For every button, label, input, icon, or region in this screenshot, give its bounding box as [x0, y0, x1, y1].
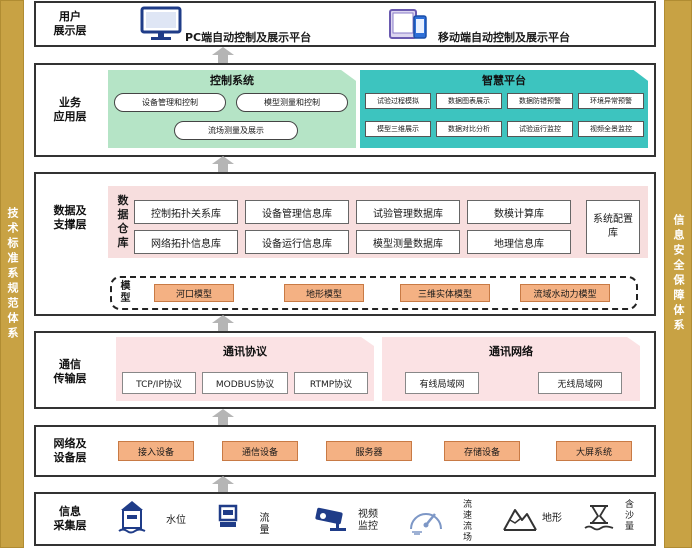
model-terrain: 地形模型 — [284, 284, 364, 302]
device-server: 服务器 — [326, 441, 412, 461]
business-layer-label: 业务 应用层 — [53, 96, 87, 123]
smart-item-environment-warning: 环境异常预警 — [578, 93, 644, 109]
db-numerical-computation: 数模计算库 — [467, 200, 571, 224]
pc-monitor-icon — [140, 6, 182, 42]
smart-item-error-warning: 数据防错预警 — [507, 93, 573, 109]
db-experiment-management: 试验管理数据库 — [356, 200, 460, 224]
db-system-config-label: 系统配置库 — [593, 214, 633, 239]
mobile-platform-title: 移动端自动控制及展示平台 — [438, 31, 570, 44]
smart-item-data-chart: 数据图表展示 — [436, 93, 502, 109]
model-estuary: 河口模型 — [154, 284, 234, 302]
left-sidebar-standards: 技术标准系规范体系 — [0, 0, 24, 548]
control-system-title: 控制系统 — [210, 74, 254, 87]
network-wired-lan: 有线局域网 — [405, 372, 479, 394]
collect-water-level: 水位 — [166, 515, 186, 526]
device-access: 接入设备 — [118, 441, 194, 461]
protocol-tcp-ip: TCP/IP协议 — [122, 372, 196, 394]
device-communication: 通信设备 — [222, 441, 298, 461]
arrow-up-icon — [212, 409, 234, 425]
flow-meter-icon — [218, 504, 238, 530]
control-item-flow-field: 流场测量及展示 — [174, 121, 298, 140]
arrow-up-icon — [212, 476, 234, 492]
user-layer-label: 用户 展示层 — [53, 10, 87, 37]
smart-item-video-monitor: 视频全景监控 — [578, 121, 644, 137]
flow-velocity-gauge-icon — [408, 503, 444, 535]
collect-layer-label: 信息 采集层 — [53, 505, 87, 532]
arrow-up-icon — [212, 156, 234, 172]
db-geographic-info: 地理信息库 — [467, 230, 571, 254]
control-item-device-management: 设备管理和控制 — [114, 93, 226, 112]
protocol-rtmp: RTMP协议 — [294, 372, 368, 394]
data-warehouse-label: 数据仓库 — [117, 194, 129, 249]
collect-sediment-content: 含沙量 — [624, 500, 634, 532]
smart-item-run-monitor: 试验运行监控 — [507, 121, 573, 137]
left-sidebar-label: 技术标准系规范体系 — [6, 206, 19, 342]
db-model-measurement: 模型测量数据库 — [356, 230, 460, 254]
arrow-up-icon — [212, 315, 234, 331]
collect-video-monitor: 视频监控 — [358, 509, 380, 533]
mobile-device-icon — [388, 6, 430, 42]
protocol-title: 通讯协议 — [223, 345, 267, 358]
smart-item-data-comparison: 数据对比分析 — [436, 121, 502, 137]
smart-item-3d-display: 模型三维展示 — [365, 121, 431, 137]
water-level-icon — [118, 500, 146, 536]
device-big-screen: 大屏系统 — [556, 441, 632, 461]
model-basin-hydrodynamic: 流域水动力模型 — [520, 284, 610, 302]
db-control-topology: 控制拓扑关系库 — [134, 200, 238, 224]
device-layer-label: 网络及 设备层 — [53, 437, 87, 464]
sediment-hourglass-icon — [584, 503, 614, 533]
terrain-mountain-icon — [502, 504, 538, 532]
comm-layer-label: 通信 传输层 — [53, 358, 87, 385]
collect-flow-velocity-field: 流速流场 — [462, 500, 472, 543]
model-label: 模型 — [120, 281, 131, 304]
smart-platform-title: 智慧平台 — [482, 74, 526, 87]
arrow-up-icon — [212, 47, 234, 63]
network-title: 通讯网络 — [489, 345, 533, 358]
network-wireless-lan: 无线局域网 — [538, 372, 622, 394]
user-display-layer — [34, 1, 656, 47]
right-sidebar-security: 信息安全保障体系 — [664, 0, 692, 548]
device-storage: 存储设备 — [444, 441, 520, 461]
right-sidebar-label: 信息安全保障体系 — [672, 214, 685, 334]
smart-item-process-simulation: 试验过程模拟 — [365, 93, 431, 109]
control-item-model-measurement: 模型测量和控制 — [236, 93, 348, 112]
pc-platform-title: PC端自动控制及展示平台 — [185, 31, 312, 44]
collect-terrain: 地形 — [542, 513, 562, 524]
protocol-modbus: MODBUS协议 — [202, 372, 288, 394]
model-group-dashed — [110, 276, 638, 310]
db-device-management: 设备管理信息库 — [245, 200, 349, 224]
collect-flow: 流量 — [259, 513, 270, 536]
collect-video-monitor-text: 视频监控 — [358, 509, 378, 532]
data-layer-label: 数据及 支撑层 — [53, 204, 87, 231]
db-device-operation: 设备运行信息库 — [245, 230, 349, 254]
model-3d-entity: 三维实体模型 — [400, 284, 490, 302]
db-network-topology: 网络拓扑信息库 — [134, 230, 238, 254]
video-camera-icon — [314, 506, 350, 532]
db-system-config: 系统配置库 — [586, 200, 640, 254]
